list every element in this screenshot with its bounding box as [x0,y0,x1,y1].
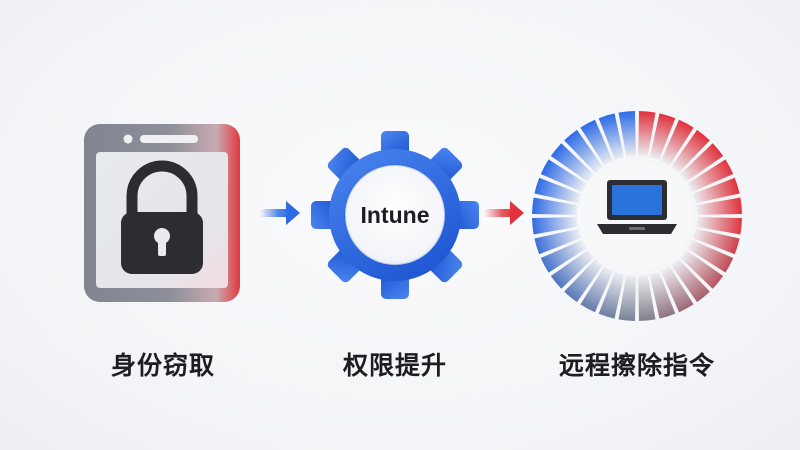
ring-segment [696,217,742,235]
ring-segment [638,275,656,321]
ring-segment [661,266,694,313]
gear-icon: Intune [311,131,479,299]
ring-segment [692,228,740,255]
ring-segment [687,159,734,192]
ring-segment [638,111,656,157]
step-label-identity-theft: 身份窃取 [110,351,215,380]
ring-segment [680,143,724,182]
ring-segment [540,240,587,273]
ring-segment [598,271,625,319]
ring-segment [550,143,594,182]
wipe-ring [532,111,742,321]
ring-segment [540,159,587,192]
ring-segment [532,197,578,215]
phone-lock-icon [84,124,240,302]
ring-segment [692,177,740,204]
step-label-remote-wipe: 远程擦除指令 [558,351,715,380]
step-label-privilege-escalation: 权限提升 [342,351,447,380]
ring-segment [649,271,676,319]
ring-segment [550,250,594,289]
lock-icon [126,160,198,220]
ring-segment [532,217,578,235]
ring-segment [649,113,676,161]
ring-segment [618,111,636,157]
ring-segment [580,119,613,166]
ring-segment [661,119,694,166]
ring-segment [564,129,603,173]
arrow-right-icon-2 [484,201,524,225]
ring-segment [564,259,603,303]
ring-segment [534,177,582,204]
ring-segment [598,113,625,161]
ring-segment [534,228,582,255]
ring-segment [680,250,724,289]
ring-segment [618,275,636,321]
laptop-icon [597,180,677,234]
ring-segment [696,197,742,215]
arrow-right-icon [260,201,300,225]
ring-segment [671,129,710,173]
ring-segment [687,240,734,273]
ring-segment [580,266,613,313]
ring-segment [671,259,710,303]
intune-text: Intune [361,202,430,228]
